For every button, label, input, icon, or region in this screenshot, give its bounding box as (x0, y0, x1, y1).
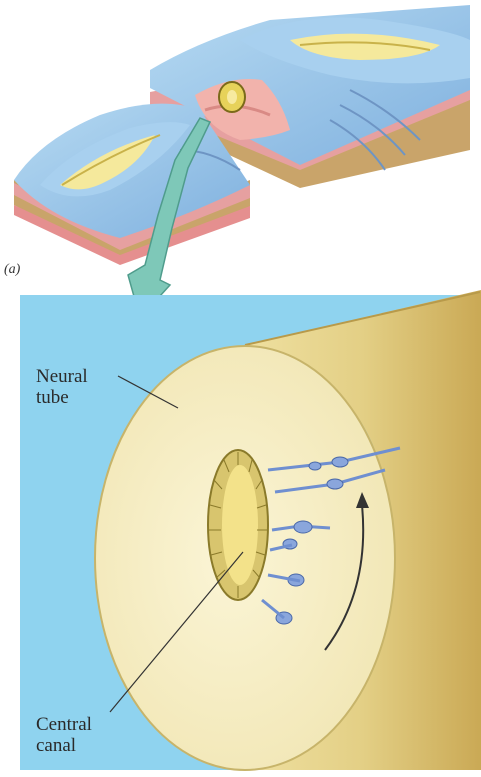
central-canal (208, 450, 268, 600)
central-canal-label: Central canal (36, 714, 92, 756)
embryo-illustration (14, 5, 470, 318)
panel-label: (a) (4, 262, 20, 278)
neural-tube-label: Neural tube (36, 366, 88, 408)
neural-tube-panel (20, 290, 481, 770)
